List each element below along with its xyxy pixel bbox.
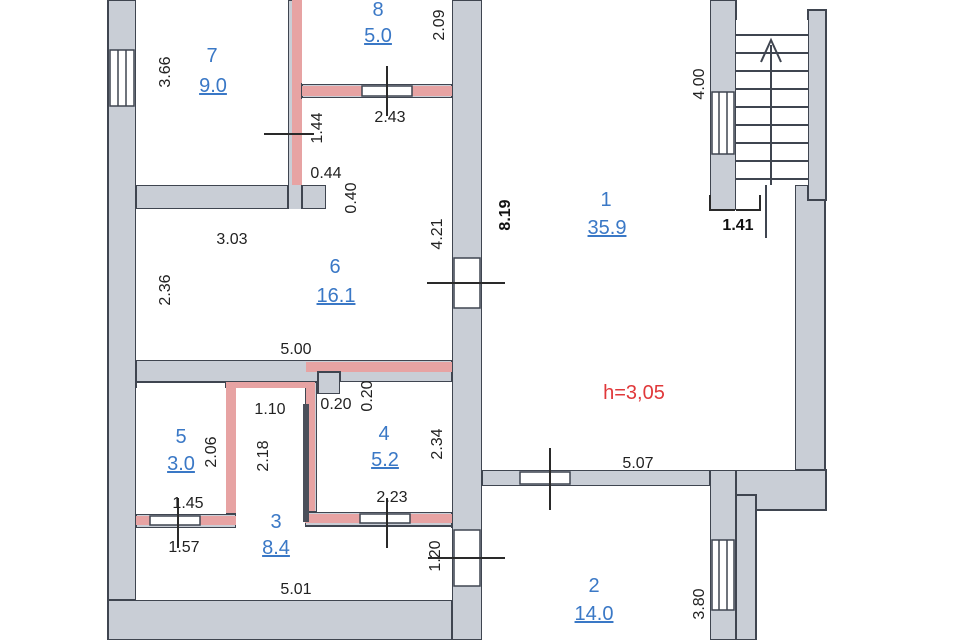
dim-room8-height: 2.09 [431,9,448,40]
outer-wall-right-step2 [735,494,757,640]
floor-room3-lower [136,528,452,600]
window-room2 [711,539,735,611]
stair-wall-right [807,9,827,201]
window-room7 [109,49,135,107]
floor-room3-upper [236,388,305,528]
outer-wall-bottom [107,599,479,640]
window-stair [711,91,735,155]
floor-room8 [302,0,452,84]
dim-room6-height: 2.36 [157,274,174,305]
door-mark [736,195,761,211]
dim-room2-height: 3.80 [691,588,708,619]
wall-room6-bottom-pink [306,362,452,372]
room-1-area: 35.9 [588,217,627,239]
room-1-number: 1 [600,189,611,211]
window-room1-room2 [519,471,571,485]
room-2-number: 2 [588,575,599,597]
wall-room1-room2 [481,469,711,487]
room-2-area: 14.0 [575,603,614,625]
door-mark [709,195,735,211]
door-marks [177,66,761,559]
room-7-number: 7 [206,45,217,67]
dim-room3-110: 1.10 [254,401,285,418]
floor-room2 [482,486,710,640]
floor-room1-right [710,210,795,470]
dim-room6-right-height: 4.21 [429,218,446,249]
room-labels: 7 9.0 8 5.0 6 16.1 1 35.9 5 3.0 4 5.2 3 … [167,0,665,625]
room-5-number: 5 [175,426,186,448]
dimensions: 3.66 2.09 2.43 1.44 0.44 0.40 3.03 2.36 … [157,9,754,619]
dim-room3-width: 5.01 [280,581,311,598]
dim-room5-height: 2.06 [203,436,220,467]
room-8-area: 5.0 [364,25,392,47]
dim-stair-height: 4.00 [691,68,708,99]
dim-room1-width: 5.07 [622,455,653,472]
dim-room4-0-20-left: 0.20 [320,396,351,413]
dim-room5-width: 1.45 [172,495,203,512]
wall-room5-right-pink [226,382,236,522]
floor-room6 [136,209,452,360]
floor-room1 [482,0,710,470]
dim-room6-width: 3.03 [216,231,247,248]
floors [136,0,795,640]
dim-wall-044: 0.44 [310,165,341,182]
floor-room4-top [340,382,452,394]
wall-room4-corner [317,371,341,395]
dim-room3-157: 1.57 [168,539,199,556]
room-4-area: 5.2 [371,449,399,471]
partition-room3-pink [236,382,306,388]
room-8-number: 8 [372,0,383,21]
floor-room6-corridor [302,98,326,185]
window-room4 [359,513,411,524]
dim-room1-height: 8.19 [497,199,514,230]
outer-wall-right-upper [794,184,826,486]
room-6-area: 16.1 [317,285,356,307]
room-6-number: 6 [329,256,340,278]
room-3-area: 8.4 [262,537,290,559]
room-7-area: 9.0 [199,75,227,97]
dim-room8-width: 2.43 [374,109,405,126]
stair-arrow-icon [760,37,782,63]
floor-room5 [136,388,226,514]
wall-room4-left-pink [306,382,315,522]
dim-room1-stair-width: 1.41 [722,217,753,234]
floor-room7 [136,0,288,185]
window-room5 [149,515,201,526]
dim-door-144: 1.44 [309,112,326,143]
room-5-area: 3.0 [167,453,195,475]
dim-room7-height: 3.66 [157,56,174,87]
dim-wall-040: 0.40 [343,182,360,213]
floor-room6-top [326,98,452,209]
room-3-number: 3 [270,511,281,533]
dim-room4-0-20-right: 0.20 [359,380,376,411]
wall-room7-room8-pink [292,0,302,185]
floor-room4 [317,394,452,512]
ceiling-height-label: h=3,05 [603,382,665,404]
dim-room6-full-width: 5.00 [280,341,311,358]
dim-room3-120: 1.20 [427,540,444,571]
room-4-number: 4 [378,423,389,445]
staircase [736,20,808,238]
dim-room4-width: 2.23 [376,489,407,506]
dim-room4-height: 2.34 [429,428,446,459]
dim-room3-218: 2.18 [255,440,272,471]
